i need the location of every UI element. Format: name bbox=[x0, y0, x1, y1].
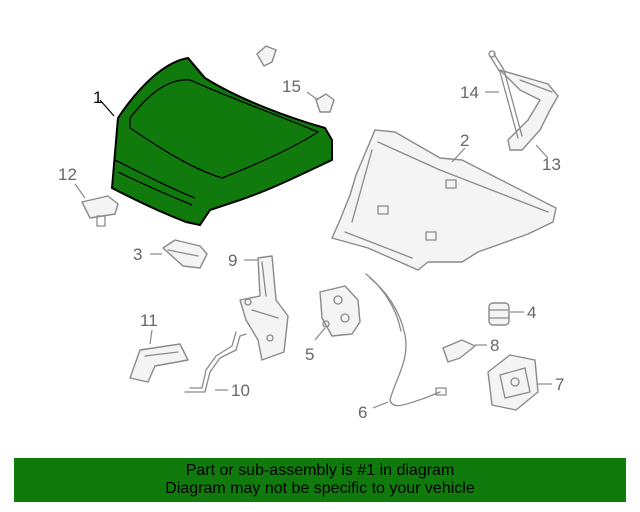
callout-7[interactable]: 7 bbox=[555, 375, 564, 394]
callout-6[interactable]: 6 bbox=[358, 403, 367, 422]
callout-9[interactable]: 9 bbox=[228, 251, 237, 270]
hinge-part[interactable] bbox=[239, 255, 289, 361]
callout-8[interactable]: 8 bbox=[490, 336, 499, 355]
callout-14[interactable]: 14 bbox=[460, 83, 479, 102]
prop-rod-part[interactable] bbox=[184, 331, 247, 393]
callout-3[interactable]: 3 bbox=[133, 245, 142, 264]
leader-12 bbox=[74, 183, 86, 199]
bumper-pad-part[interactable] bbox=[162, 239, 208, 269]
stopper-part[interactable] bbox=[488, 302, 510, 326]
cable-clip-part[interactable] bbox=[442, 339, 476, 363]
callout-10[interactable]: 10 bbox=[231, 381, 250, 400]
callout-15[interactable]: 15 bbox=[282, 77, 301, 96]
seal-part[interactable] bbox=[129, 343, 189, 383]
leader-15 bbox=[306, 91, 319, 101]
release-cable-part[interactable] bbox=[365, 273, 447, 407]
leader-1 bbox=[99, 99, 115, 117]
clip-parts[interactable] bbox=[256, 45, 335, 113]
callout-11[interactable]: 11 bbox=[140, 311, 158, 330]
leader-6 bbox=[372, 401, 389, 409]
release-handle-part[interactable] bbox=[487, 354, 539, 411]
info-banner: Part or sub-assembly is #1 in diagram Di… bbox=[14, 458, 626, 502]
latch-part[interactable] bbox=[319, 285, 361, 337]
callout-4[interactable]: 4 bbox=[527, 303, 536, 322]
banner-line-2: Diagram may not be specific to your vehi… bbox=[165, 480, 475, 497]
leader-2 bbox=[451, 147, 466, 163]
callout-1[interactable]: 1 bbox=[93, 88, 102, 107]
support-strut-part[interactable] bbox=[488, 50, 523, 139]
leader-5 bbox=[314, 327, 326, 341]
retainer-part[interactable] bbox=[81, 195, 119, 227]
leader-13 bbox=[535, 144, 549, 159]
callout-12[interactable]: 12 bbox=[58, 165, 77, 184]
parts-diagram: 1 2 3 4 5 6 7 bbox=[58, 45, 564, 422]
callout-5[interactable]: 5 bbox=[305, 345, 314, 364]
callout-2[interactable]: 2 bbox=[460, 131, 469, 150]
callout-13[interactable]: 13 bbox=[542, 155, 561, 174]
hood-insulator-part[interactable] bbox=[331, 129, 557, 271]
leader-11 bbox=[149, 329, 153, 345]
hood-part[interactable] bbox=[110, 56, 333, 227]
banner-line-1: Part or sub-assembly is #1 in diagram bbox=[185, 462, 455, 479]
strut-bracket-part[interactable] bbox=[499, 69, 559, 151]
